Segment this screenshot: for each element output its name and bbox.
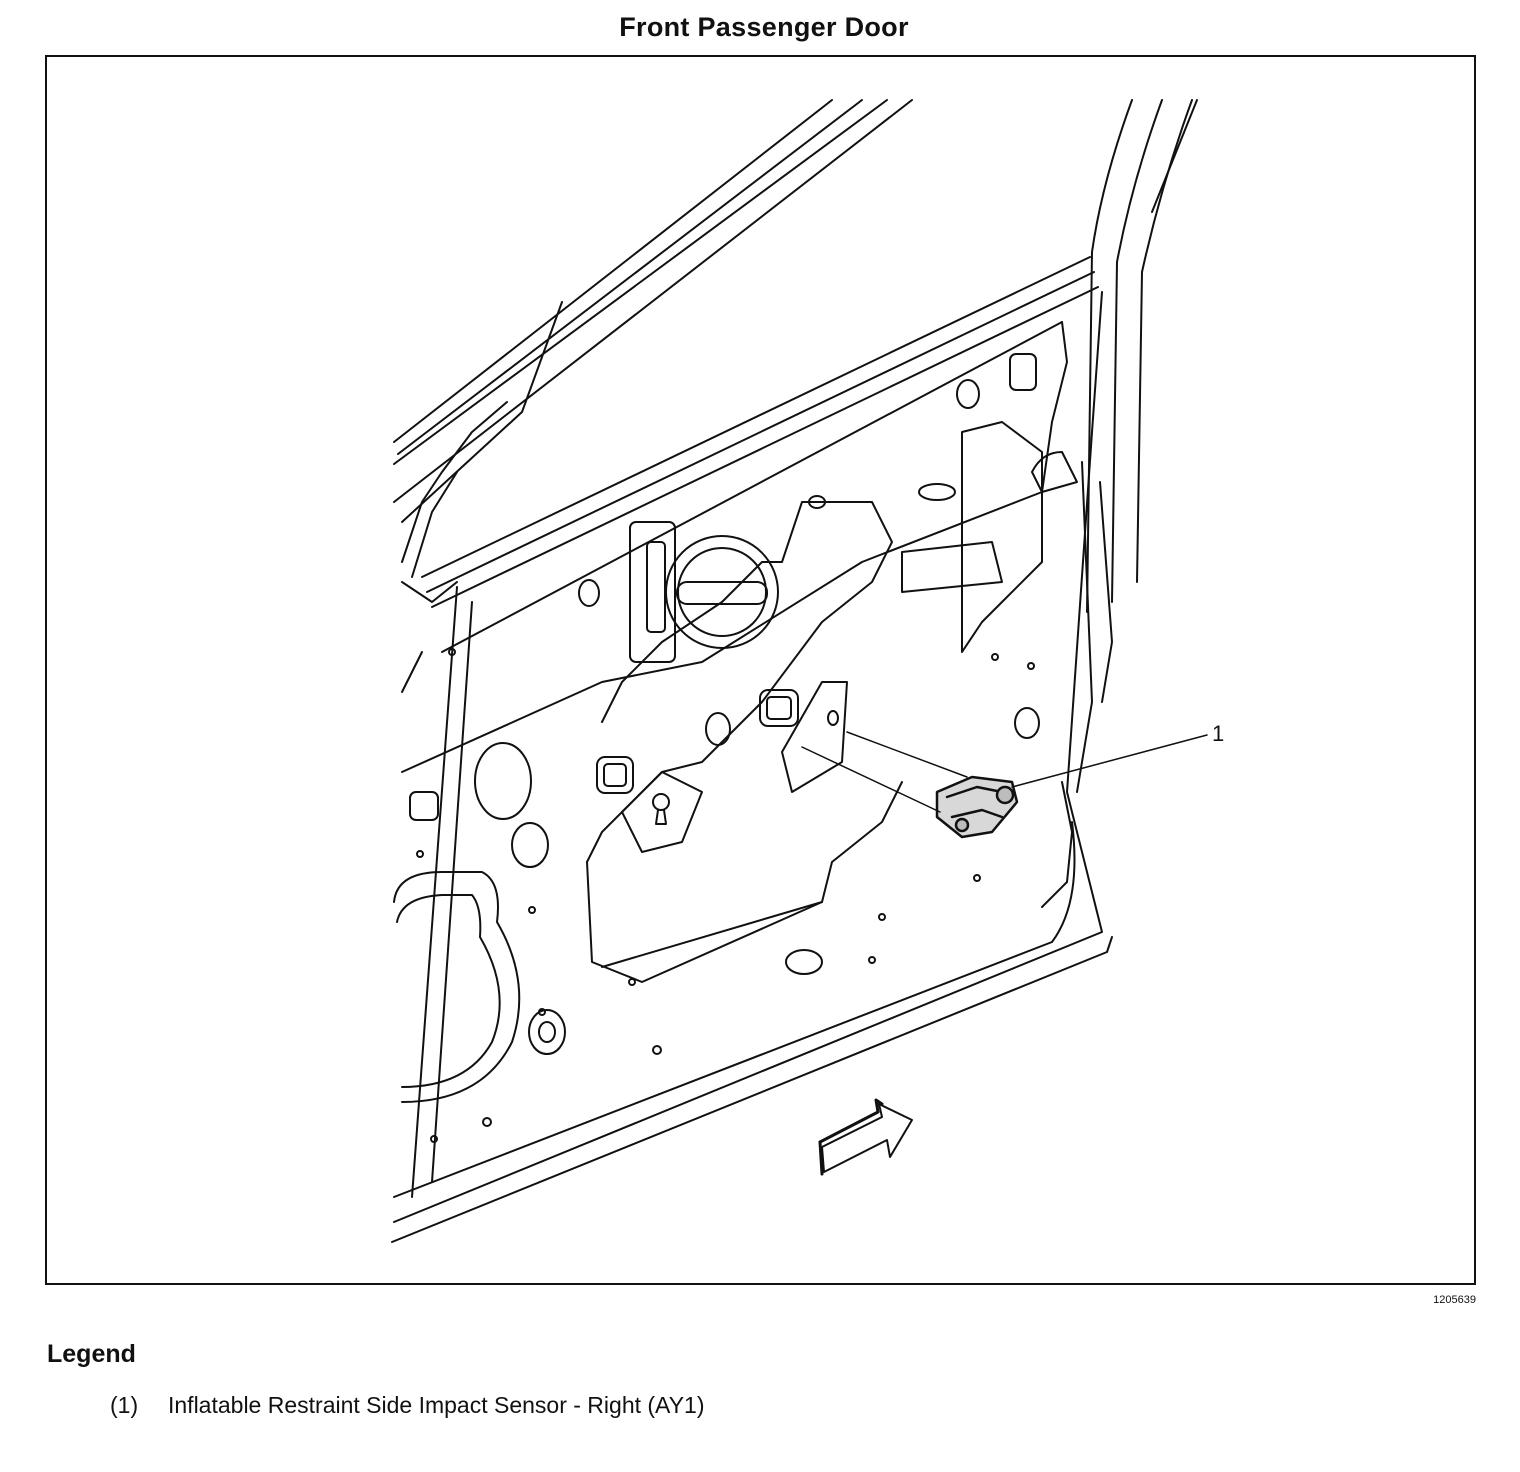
keyhole-bracket xyxy=(621,771,703,853)
legend-item-text: Inflatable Restraint Side Impact Sensor … xyxy=(168,1392,705,1418)
legend-heading: Legend xyxy=(47,1340,136,1368)
sensor-bracket xyxy=(781,681,848,793)
latch-housing xyxy=(961,421,1043,653)
armrest-bracket xyxy=(586,501,893,863)
figure-id: 1205639 xyxy=(1433,1294,1476,1306)
beltline xyxy=(401,256,1099,653)
forward-arrow-icon xyxy=(818,1098,913,1176)
door-illustration xyxy=(391,99,1208,1243)
legend-item-number: (1) xyxy=(110,1392,139,1418)
page-title: Front Passenger Door xyxy=(619,12,909,42)
inside-handle xyxy=(629,521,779,663)
diagram-frame: 1 xyxy=(45,55,1476,1285)
side-impact-sensor xyxy=(935,775,1019,839)
inner-panel xyxy=(401,321,1068,773)
door-outer-shell xyxy=(393,291,1103,1223)
callout-number-1: 1 xyxy=(1212,721,1225,746)
panel-holes xyxy=(409,353,1040,1143)
window-frame xyxy=(393,99,1198,613)
speaker-opening xyxy=(393,871,521,1103)
callout-leader-1 xyxy=(1011,734,1208,788)
